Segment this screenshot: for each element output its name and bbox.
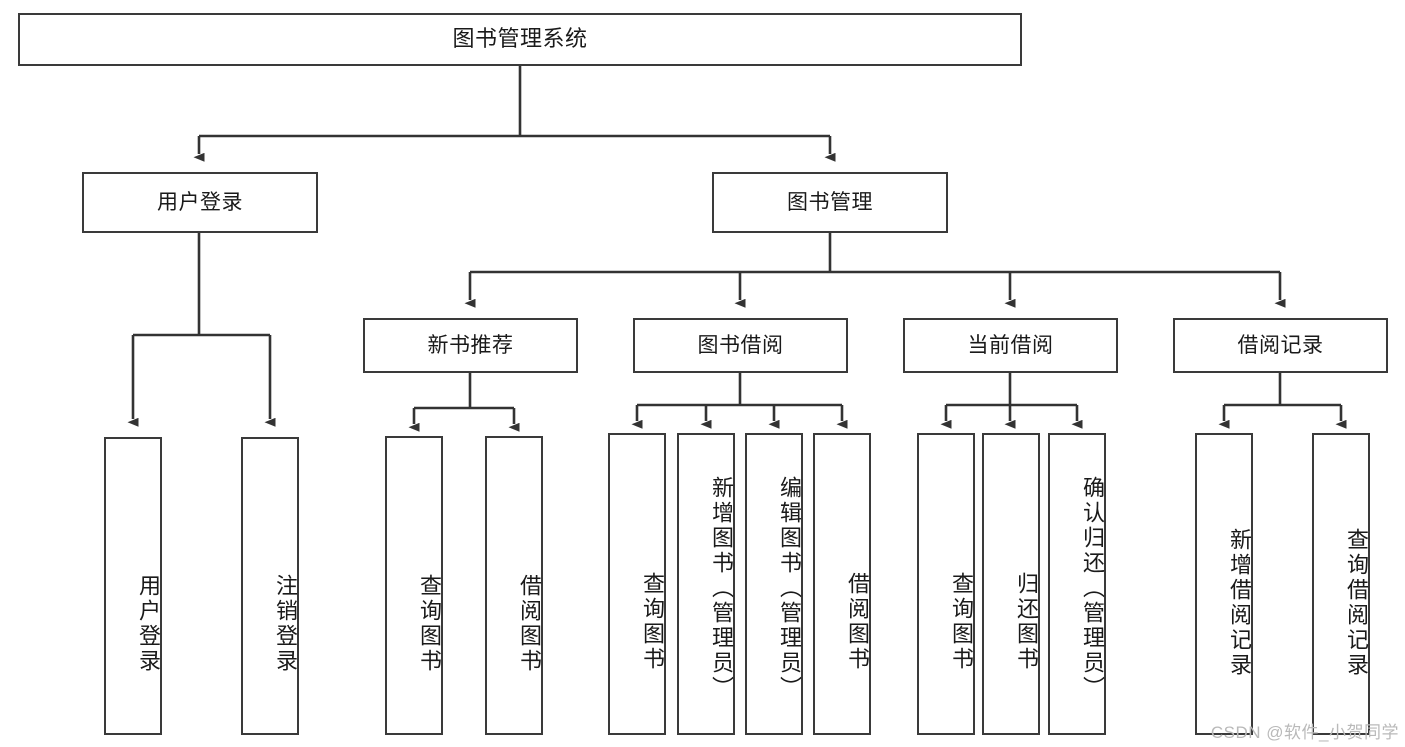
leaf-borrow-book-2[interactable]: 借阅图书: [813, 433, 871, 735]
leaf-query-book-2[interactable]: 查询图书: [608, 433, 666, 735]
node-borrow-record[interactable]: 借阅记录: [1173, 318, 1388, 373]
node-root-book-management-system[interactable]: 图书管理系统: [18, 13, 1022, 66]
leaf-label: 新增借阅记录: [1227, 528, 1252, 678]
leaf-label: 新增图书（管理员）: [709, 475, 734, 701]
node-label: 用户登录: [157, 190, 243, 214]
node-label: 图书管理系统: [452, 26, 588, 52]
node-label: 当前借阅: [967, 333, 1054, 357]
node-book-manage[interactable]: 图书管理: [712, 172, 948, 233]
node-user-login[interactable]: 用户登录: [82, 172, 318, 233]
leaf-label: 确认归还（管理员）: [1080, 475, 1105, 701]
leaf-label: 查询图书: [640, 572, 665, 672]
leaf-label: 借阅图书: [517, 573, 542, 674]
node-book-borrow[interactable]: 图书借阅: [633, 318, 848, 373]
leaf-label: 编辑图书（管理员）: [777, 475, 802, 701]
leaf-user-login[interactable]: 用户登录: [104, 437, 162, 735]
leaf-add-record[interactable]: 新增借阅记录: [1195, 433, 1253, 735]
leaf-label: 查询图书: [949, 572, 974, 672]
node-current-borrow[interactable]: 当前借阅: [903, 318, 1118, 373]
node-label: 借阅记录: [1237, 333, 1324, 357]
leaf-edit-book[interactable]: 编辑图书（管理员）: [745, 433, 803, 735]
leaf-label: 注销登录: [273, 574, 298, 674]
node-label: 新书推荐: [427, 333, 514, 357]
leaf-query-book-3[interactable]: 查询图书: [917, 433, 975, 735]
leaf-confirm-return[interactable]: 确认归还（管理员）: [1048, 433, 1106, 735]
csdn-watermark: CSDN @软件_小贺同学: [1210, 723, 1399, 742]
leaf-query-record[interactable]: 查询借阅记录: [1312, 433, 1370, 735]
leaf-return-book[interactable]: 归还图书: [982, 433, 1040, 735]
leaf-query-book-1[interactable]: 查询图书: [385, 436, 443, 735]
leaf-label: 查询借阅记录: [1344, 528, 1369, 678]
leaf-add-book[interactable]: 新增图书（管理员）: [677, 433, 735, 735]
leaf-label: 用户登录: [136, 574, 161, 674]
node-new-book-recommend[interactable]: 新书推荐: [363, 318, 578, 373]
leaf-label: 归还图书: [1014, 572, 1039, 672]
leaf-label: 借阅图书: [845, 572, 870, 672]
leaf-borrow-book-1[interactable]: 借阅图书: [485, 436, 543, 735]
leaf-user-logout[interactable]: 注销登录: [241, 437, 299, 735]
node-label: 图书借阅: [697, 333, 784, 357]
leaf-label: 查询图书: [417, 573, 442, 674]
node-label: 图书管理: [787, 190, 873, 214]
